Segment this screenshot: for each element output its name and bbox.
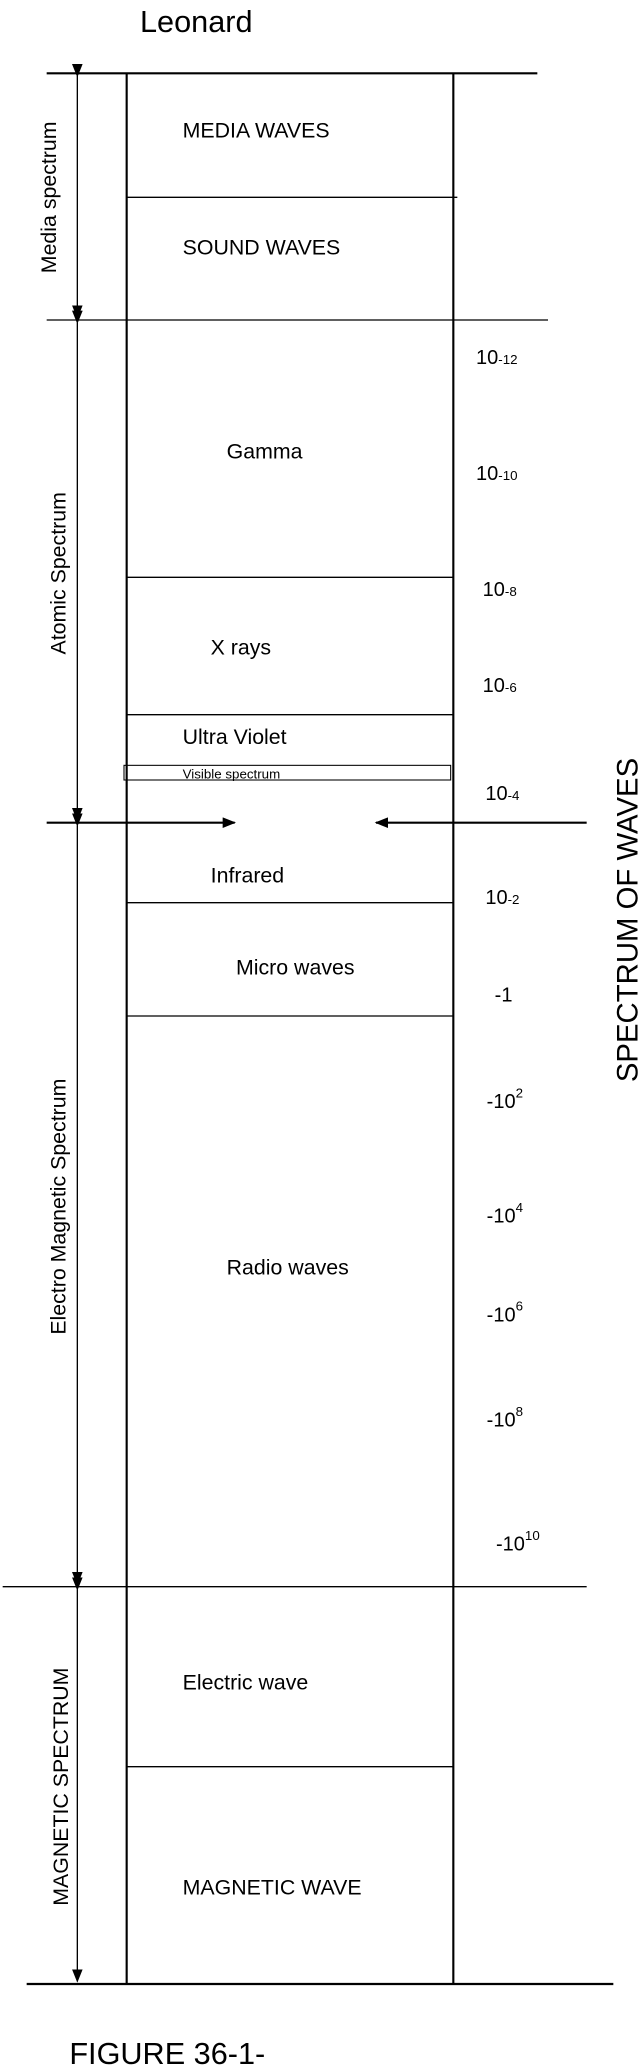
band-ultra-violet: Ultra Violet <box>183 725 287 749</box>
side-title: SPECTRUM OF WAVES <box>611 758 640 1082</box>
band-infrared: Infrared <box>211 864 285 888</box>
scale-label: -108 <box>487 1404 523 1432</box>
scale-label: 10-12 <box>476 347 518 369</box>
scale-label: 10-4 <box>485 783 520 805</box>
band-electric-wave: Electric wave <box>183 1670 309 1694</box>
scale-label: -106 <box>487 1299 523 1327</box>
band-magnetic-wave: MAGNETIC WAVE <box>183 1876 362 1900</box>
visible-spectrum-box <box>123 764 452 781</box>
scale-label: 10-8 <box>483 579 517 601</box>
band-visible-spectrum: Visible spectrum <box>183 767 281 782</box>
scale-label: -104 <box>487 1200 524 1228</box>
band-x-rays: X rays <box>211 636 271 660</box>
band-gamma: Gamma <box>227 440 303 464</box>
band-radio-waves: Radio waves <box>227 1256 349 1280</box>
scale-label: -102 <box>487 1085 523 1113</box>
band-sound-waves: SOUND WAVES <box>183 236 341 260</box>
scale-label: -1010 <box>496 1528 540 1556</box>
scale-label: 10-2 <box>485 887 519 909</box>
group-label-atomic: Atomic Spectrum <box>46 492 70 654</box>
scale-label: -1 <box>495 984 513 1006</box>
band-media-waves: MEDIA WAVES <box>183 118 330 142</box>
band-micro-waves: Micro waves <box>236 956 355 980</box>
author-name: Leonard <box>140 5 253 39</box>
scale-label: 10-10 <box>476 463 518 485</box>
group-label-magnetic: MAGNETIC SPECTRUM <box>49 1668 73 1906</box>
scale-label: 10-6 <box>483 675 517 697</box>
group-label-media: Media spectrum <box>37 121 61 273</box>
figure-caption: FIGURE 36-1- <box>69 2037 265 2066</box>
group-label-em: Electro Magnetic Spectrum <box>46 1079 70 1335</box>
